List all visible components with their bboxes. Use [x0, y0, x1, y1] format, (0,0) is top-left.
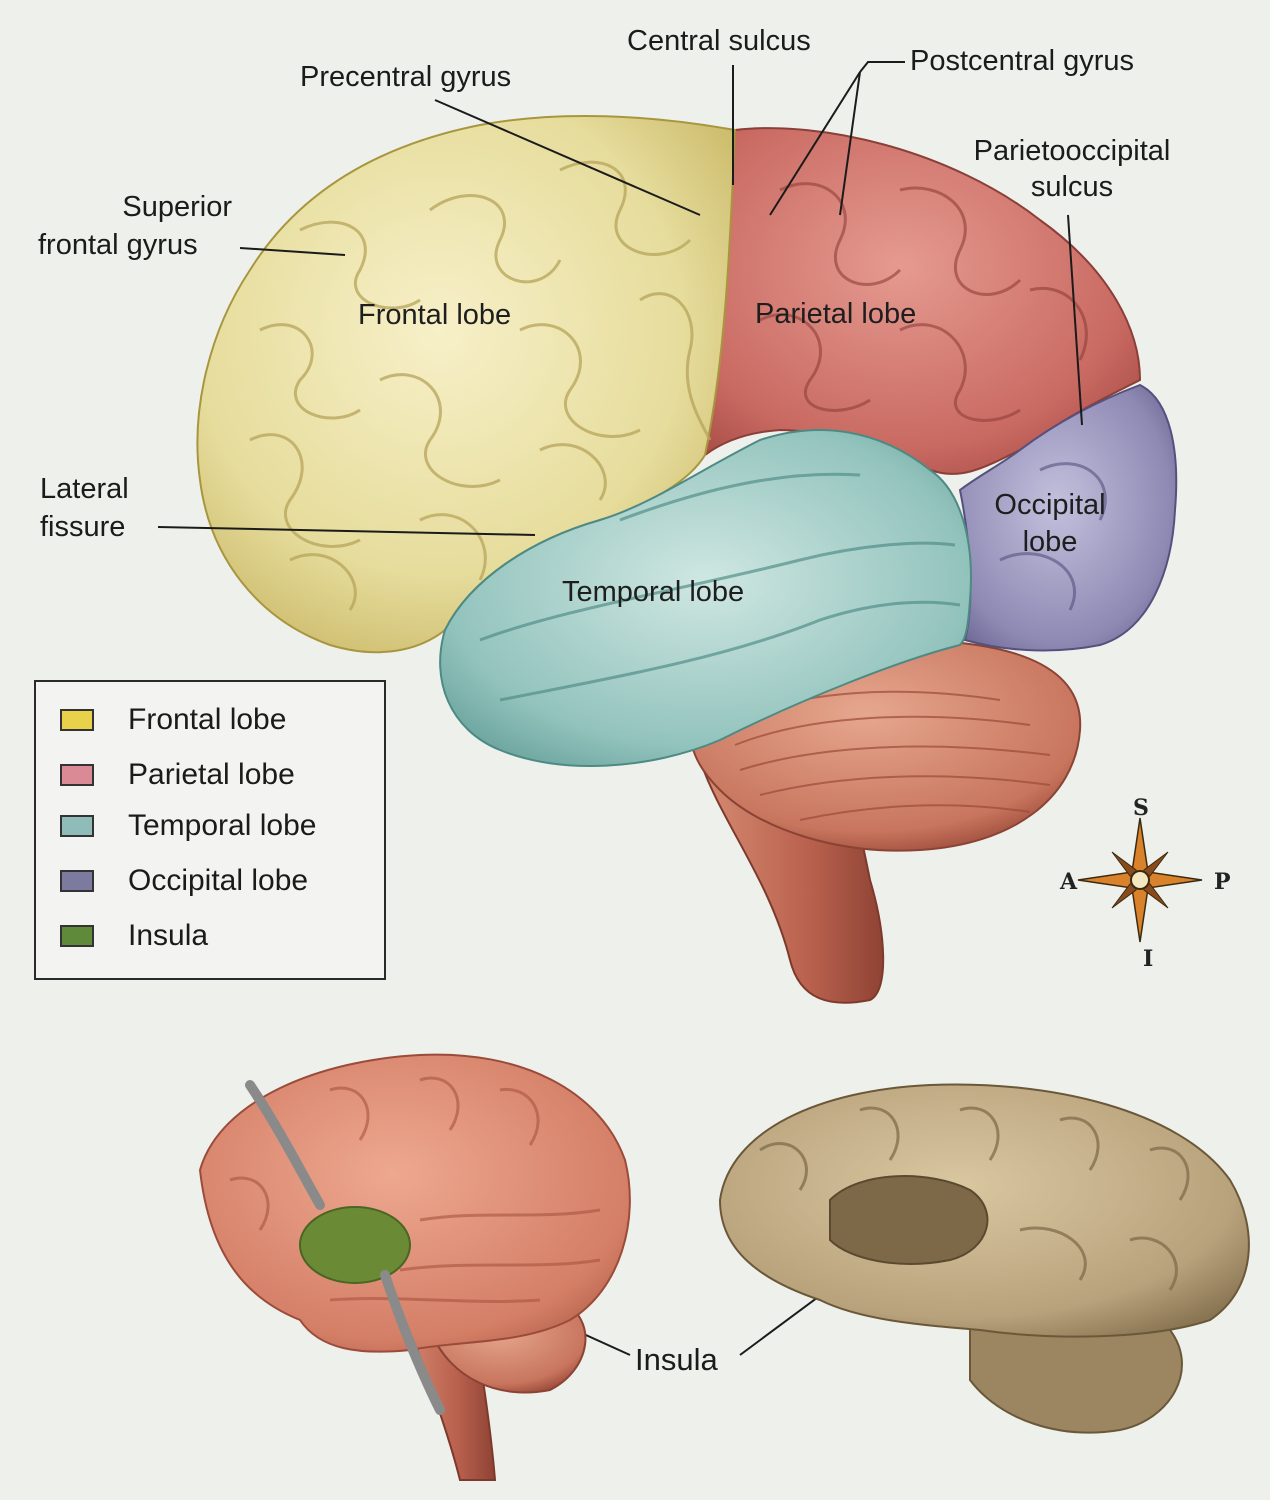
legend-swatch: [60, 764, 94, 786]
label-occipital-lobe-line2: lobe: [1022, 526, 1078, 558]
compass-posterior: P: [1214, 869, 1231, 895]
small-brain: [198, 1053, 631, 1353]
label-lateral-fissure-line2: fissure: [40, 511, 126, 543]
small-brain-gyri: [229, 1076, 601, 1303]
legend-swatch: [60, 925, 94, 947]
legend-item-parietal: Parietal lobe: [60, 755, 295, 795]
label-superior-frontal-gyrus-line1: Superior: [122, 191, 232, 223]
frontal-lobe: [196, 114, 737, 654]
legend-label: Frontal lobe: [128, 703, 287, 736]
legend-swatch: [60, 709, 94, 731]
label-lateral-fissure-line1: Lateral: [40, 473, 129, 505]
precentral-gyrus-leader: [434, 99, 701, 216]
legend-swatch: [60, 870, 94, 892]
legend: Frontal lobe Parietal lobe Temporal lobe…: [34, 680, 386, 980]
retractors: [245, 1080, 445, 1415]
specimen-gyri: [759, 1106, 1190, 1291]
parietooccipital-sulcus-leader: [1067, 214, 1083, 426]
legend-label: Temporal lobe: [128, 809, 317, 842]
label-superior-frontal-gyrus-line2: frontal gyrus: [38, 229, 198, 261]
label-temporal-lobe: Temporal lobe: [562, 576, 745, 608]
label-parietooccipital-sulcus-line2: sulcus: [1030, 171, 1114, 203]
legend-swatch: [60, 815, 94, 837]
legend-item-insula: Insula: [60, 916, 208, 956]
compass-superior: S: [1133, 795, 1149, 821]
small-brain-insula: [299, 1206, 411, 1284]
occipital-gyri: [999, 462, 1107, 611]
compass-inferior: I: [1143, 946, 1154, 972]
label-insula: Insula: [635, 1342, 718, 1377]
label-precentral-gyrus: Precentral gyrus: [300, 61, 512, 93]
legend-item-temporal: Temporal lobe: [60, 806, 316, 846]
compass-anterior: A: [1060, 869, 1078, 895]
legend-item-frontal: Frontal lobe: [60, 700, 286, 740]
temporal-lobe: [439, 429, 972, 768]
label-parietooccipital-sulcus-line1: Parietooccipital: [973, 135, 1171, 167]
label-postcentral-gyrus: Postcentral gyrus: [910, 45, 1135, 77]
legend-label: Insula: [128, 919, 209, 952]
label-central-sulcus: Central sulcus: [627, 25, 811, 57]
legend-item-occipital: Occipital lobe: [60, 861, 308, 901]
temporal-gyri: [479, 472, 961, 702]
label-occipital-lobe-line1: Occipital: [994, 489, 1106, 521]
superior-frontal-gyrus-leader: [239, 247, 346, 256]
frontal-gyri: [249, 160, 712, 611]
orientation-compass: [1077, 817, 1203, 943]
occipital-lobe: [958, 383, 1178, 652]
legend-label: Parietal lobe: [128, 758, 295, 791]
postcentral-gyrus-leader: [859, 61, 905, 73]
legend-label: Occipital lobe: [128, 864, 309, 897]
parietal-gyri: [759, 182, 1088, 422]
specimen-insula: [829, 1175, 989, 1265]
label-parietal-lobe: Parietal lobe: [755, 298, 917, 330]
label-frontal-lobe: Frontal lobe: [358, 299, 512, 331]
lateral-fissure-leader: [157, 526, 536, 536]
